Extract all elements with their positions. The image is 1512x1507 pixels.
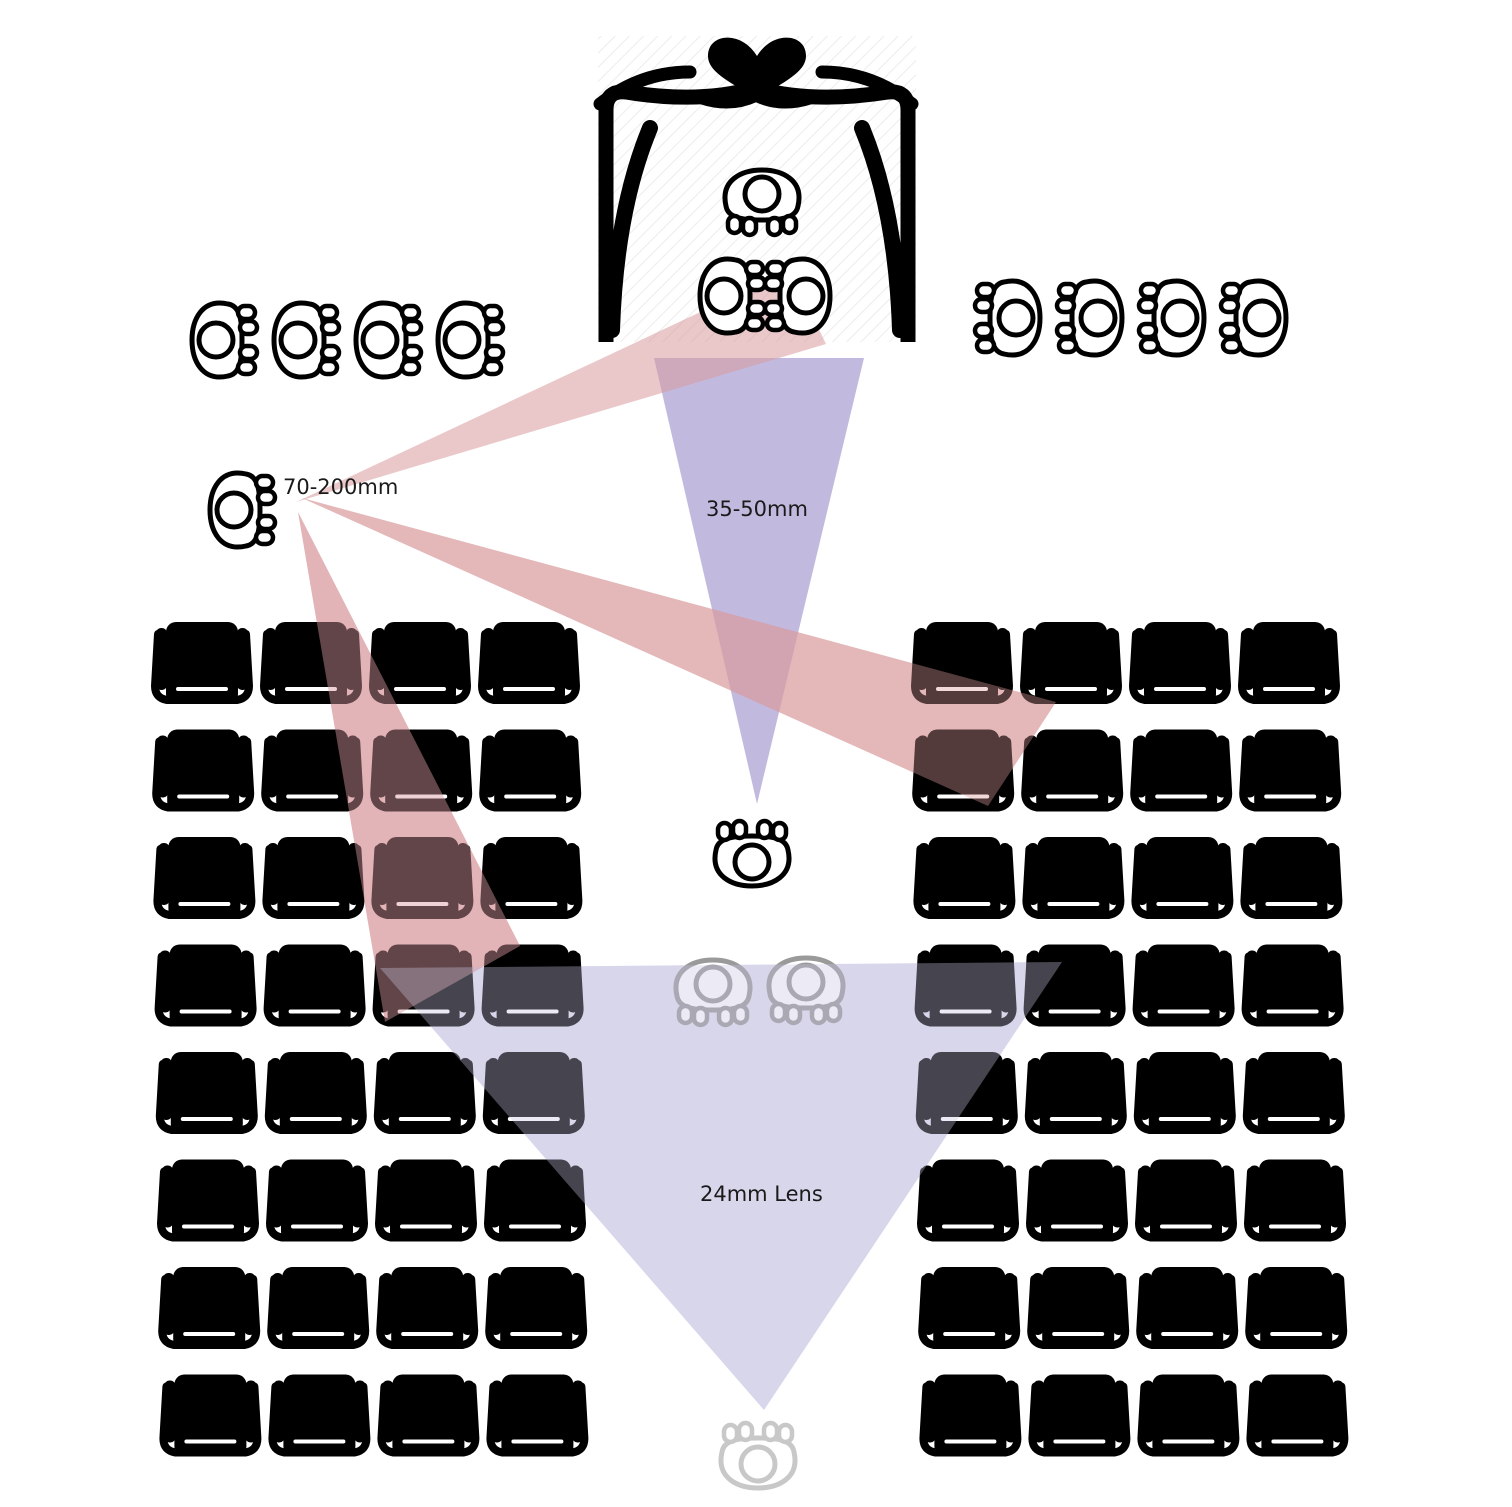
chair-top-view-icon: [1242, 622, 1336, 704]
telephoto-cone-couple: [296, 270, 826, 502]
chair-top-view-icon: [917, 837, 1011, 919]
label-telephoto: 70-200mm: [283, 475, 398, 499]
chair-top-view-icon: [162, 1267, 256, 1349]
chair-top-view-icon: [1139, 1160, 1233, 1242]
chair-top-view-icon: [489, 1267, 583, 1349]
chair-top-view-icon: [1026, 837, 1120, 919]
attendant-icon: [1057, 281, 1122, 355]
label-wide: 24mm Lens: [700, 1182, 823, 1206]
attendant-icon: [1139, 281, 1204, 355]
chair-top-view-icon: [921, 1160, 1015, 1242]
chair-top-view-icon: [1031, 1267, 1125, 1349]
photographer-standard-icon: [715, 821, 789, 886]
chair-top-view-icon: [483, 730, 577, 812]
chair-top-view-icon: [268, 945, 362, 1027]
chair-top-view-icon: [1247, 1052, 1341, 1134]
chair-top-view-icon: [270, 1160, 364, 1242]
photographer-telephoto-icon: [210, 473, 275, 547]
chair-top-view-icon: [157, 837, 251, 919]
chair-top-view-icon: [380, 1267, 474, 1349]
chair-top-view-icon: [161, 1160, 255, 1242]
chair-top-view-icon: [159, 945, 253, 1027]
chair-top-view-icon: [1137, 945, 1231, 1027]
chair-top-view-icon: [1138, 1052, 1232, 1134]
attendant-icon: [356, 303, 421, 377]
chair-top-view-icon: [379, 1160, 473, 1242]
chair-top-view-icon: [1135, 837, 1229, 919]
attendant-icon: [192, 303, 257, 377]
standard-lens-cone: [654, 358, 864, 804]
chair-top-view-icon: [381, 1375, 475, 1457]
label-standard: 35-50mm: [706, 497, 808, 521]
cone-overlap-tint: [298, 498, 1062, 1410]
chair-top-view-icon: [1134, 730, 1228, 812]
chair-top-view-icon: [269, 1052, 363, 1134]
chair-top-view-icon: [1250, 1375, 1344, 1457]
photographer-wide-icon: [721, 1423, 795, 1488]
chair-top-view-icon: [482, 622, 576, 704]
chair-top-view-icon: [1032, 1375, 1126, 1457]
chair-top-view-icon: [163, 1375, 257, 1457]
attendant-icon: [274, 303, 339, 377]
heart-icon: [708, 37, 806, 100]
chair-top-view-icon: [160, 1052, 254, 1134]
chair-top-view-icon: [1246, 945, 1340, 1027]
chair-top-view-icon: [378, 1052, 472, 1134]
chair-top-view-icon: [1244, 837, 1338, 919]
chair-top-view-icon: [1025, 730, 1119, 812]
chair-top-view-icon: [156, 730, 250, 812]
chair-top-view-icon: [490, 1375, 584, 1457]
chair-top-view-icon: [1248, 1160, 1342, 1242]
chair-top-view-icon: [1249, 1267, 1343, 1349]
chair-top-view-icon: [923, 1375, 1017, 1457]
chair-top-view-icon: [1029, 1052, 1123, 1134]
chair-top-view-icon: [1133, 622, 1227, 704]
chair-top-view-icon: [155, 622, 249, 704]
chair-top-view-icon: [1243, 730, 1337, 812]
chair-top-view-icon: [1140, 1267, 1234, 1349]
chair-top-view-icon: [271, 1267, 365, 1349]
chair-top-view-icon: [1024, 622, 1118, 704]
attendant-icon: [438, 303, 503, 377]
chair-top-view-icon: [266, 837, 360, 919]
chair-top-view-icon: [272, 1375, 366, 1457]
chair-top-view-icon: [922, 1267, 1016, 1349]
telephoto-cone-right-guests: [302, 498, 1056, 806]
chair-top-view-icon: [1030, 1160, 1124, 1242]
attendant-icon: [1221, 281, 1286, 355]
chair-top-view-icon: [1141, 1375, 1235, 1457]
attendant-icon: [975, 281, 1040, 355]
